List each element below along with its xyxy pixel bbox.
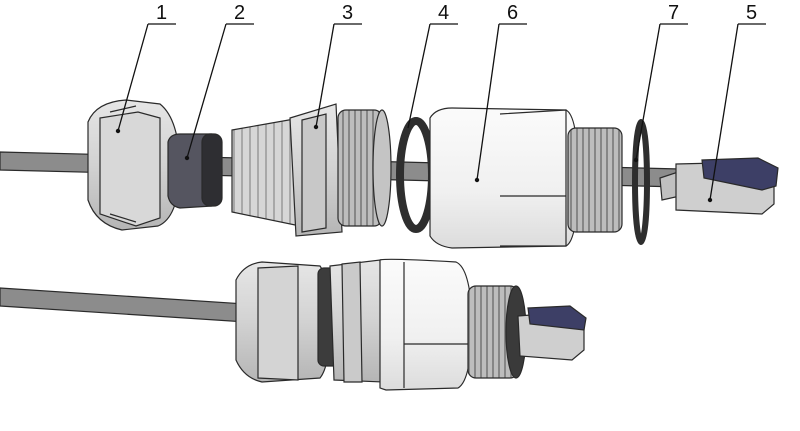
part-3-gland-body (231, 103, 392, 237)
svg-text:6: 6 (507, 2, 518, 24)
callout-5: 5 (709, 2, 766, 201)
assembled-connector (0, 258, 587, 391)
part-5-rj45-plug (659, 157, 779, 215)
callout-6: 6 (476, 2, 527, 181)
part-1-nut (87, 99, 181, 231)
svg-text:3: 3 (342, 2, 353, 24)
part-2-seal (167, 133, 223, 209)
cable-bottom (0, 287, 247, 323)
callout-1: 1 (117, 2, 176, 132)
callout-3: 3 (315, 2, 362, 128)
svg-text:5: 5 (746, 2, 757, 24)
part-6-housing (429, 107, 623, 249)
svg-text:2: 2 (234, 2, 245, 24)
callout-4: 4 (407, 2, 458, 129)
callouts: 1 2 3 4 6 7 5 (117, 2, 766, 201)
exploded-assembly (0, 99, 779, 249)
callout-2: 2 (186, 2, 254, 159)
svg-text:1: 1 (156, 2, 167, 24)
part-7-o-ring (632, 119, 650, 245)
svg-text:7: 7 (668, 2, 679, 24)
callout-7: 7 (635, 2, 688, 161)
svg-text:4: 4 (438, 2, 449, 24)
